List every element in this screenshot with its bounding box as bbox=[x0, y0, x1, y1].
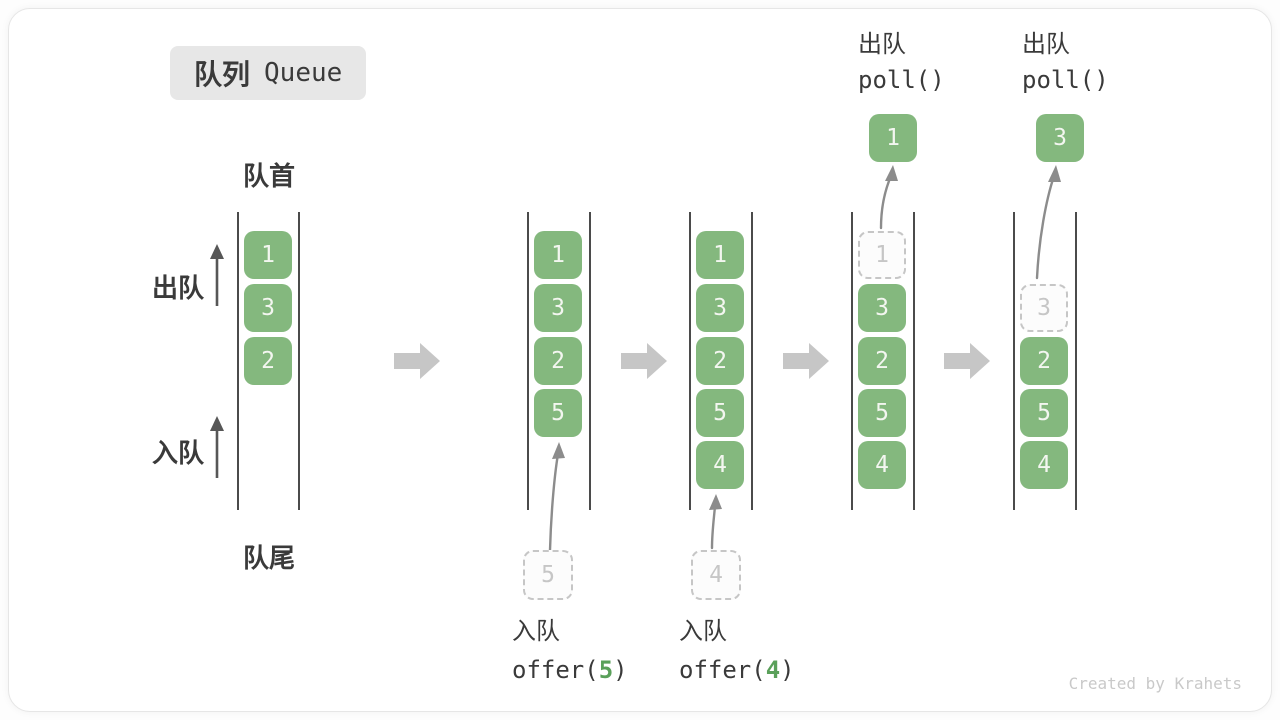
queue-item: 2 bbox=[696, 337, 744, 385]
state-transition-arrow-icon bbox=[621, 343, 667, 379]
queue-item: 5 bbox=[858, 389, 906, 437]
state-transition-arrow-icon bbox=[783, 343, 829, 379]
queue-wall-right bbox=[913, 212, 915, 510]
op-dequeue-label: 出队 bbox=[1022, 31, 1070, 58]
dequeue-op-header: 出队 poll() bbox=[1022, 30, 1109, 94]
op-dequeue-code: poll() bbox=[1022, 66, 1109, 94]
queue-item-ghost: 1 bbox=[858, 231, 906, 279]
queue-item-ghost: 5 bbox=[523, 550, 573, 600]
queue-item: 3 bbox=[858, 284, 906, 332]
title-en: Queue bbox=[264, 58, 343, 88]
queue-item: 3 bbox=[534, 284, 582, 332]
title-badge: 队列 Queue bbox=[170, 46, 367, 100]
queue-item-ghost: 3 bbox=[1020, 284, 1068, 332]
enqueue-direction-arrow-icon bbox=[210, 416, 224, 478]
title-zh: 队列 bbox=[194, 59, 251, 90]
queue-wall-left bbox=[1013, 212, 1015, 510]
polled-item: 1 bbox=[869, 114, 917, 162]
op-enqueue-label: 入队 bbox=[679, 618, 727, 645]
queue-item: 4 bbox=[696, 441, 744, 489]
op-enqueue-arg: 4 bbox=[765, 656, 781, 684]
label-queue-rear: 队尾 bbox=[242, 543, 295, 573]
op-enqueue-arg: 5 bbox=[598, 656, 614, 684]
enqueue-arrow-icon bbox=[548, 442, 565, 552]
queue-item-ghost: 4 bbox=[691, 550, 741, 600]
enqueue-arrow-icon bbox=[709, 494, 722, 550]
dequeue-op-header: 出队 poll() bbox=[858, 30, 945, 94]
queue-wall-right bbox=[589, 212, 591, 510]
queue-item: 1 bbox=[534, 231, 582, 279]
queue-wall-right bbox=[751, 212, 753, 510]
op-enqueue-code: offer(5) bbox=[512, 656, 628, 684]
op-enqueue-code: offer(4) bbox=[679, 656, 795, 684]
polled-item: 3 bbox=[1036, 114, 1084, 162]
label-dequeue-side: 出队 bbox=[152, 273, 205, 303]
queue-item: 5 bbox=[1020, 389, 1068, 437]
queue-wall-right bbox=[298, 212, 300, 510]
dequeue-arrow-icon bbox=[1035, 165, 1061, 280]
queue-item: 4 bbox=[1020, 441, 1068, 489]
label-enqueue-side: 入队 bbox=[152, 438, 205, 468]
queue-item: 4 bbox=[858, 441, 906, 489]
queue-item: 2 bbox=[858, 337, 906, 385]
watermark: Created by Krahets bbox=[1068, 674, 1242, 693]
label-queue-front: 队首 bbox=[242, 161, 295, 191]
queue-item: 1 bbox=[244, 231, 292, 279]
queue-item: 2 bbox=[244, 337, 292, 385]
op-dequeue-code: poll() bbox=[858, 66, 945, 94]
queue-wall-left bbox=[527, 212, 529, 510]
state-transition-arrow-icon bbox=[394, 343, 440, 379]
enqueue-op-footer: 入队 offer(4) bbox=[679, 616, 795, 684]
enqueue-op-footer: 入队 offer(5) bbox=[512, 616, 628, 684]
queue-item: 1 bbox=[696, 231, 744, 279]
queue-wall-left bbox=[851, 212, 853, 510]
op-enqueue-label: 入队 bbox=[512, 618, 560, 645]
dequeue-direction-arrow-icon bbox=[210, 244, 224, 306]
queue-wall-right bbox=[1075, 212, 1077, 510]
queue-item: 3 bbox=[244, 284, 292, 332]
queue-item: 5 bbox=[696, 389, 744, 437]
dequeue-arrow-icon bbox=[879, 165, 898, 230]
state-transition-arrow-icon bbox=[944, 343, 990, 379]
queue-item: 2 bbox=[1020, 337, 1068, 385]
op-dequeue-label: 出队 bbox=[858, 31, 906, 58]
queue-item: 2 bbox=[534, 337, 582, 385]
queue-wall-left bbox=[689, 212, 691, 510]
queue-item: 3 bbox=[696, 284, 744, 332]
queue-item: 5 bbox=[534, 389, 582, 437]
queue-wall-left bbox=[237, 212, 239, 510]
